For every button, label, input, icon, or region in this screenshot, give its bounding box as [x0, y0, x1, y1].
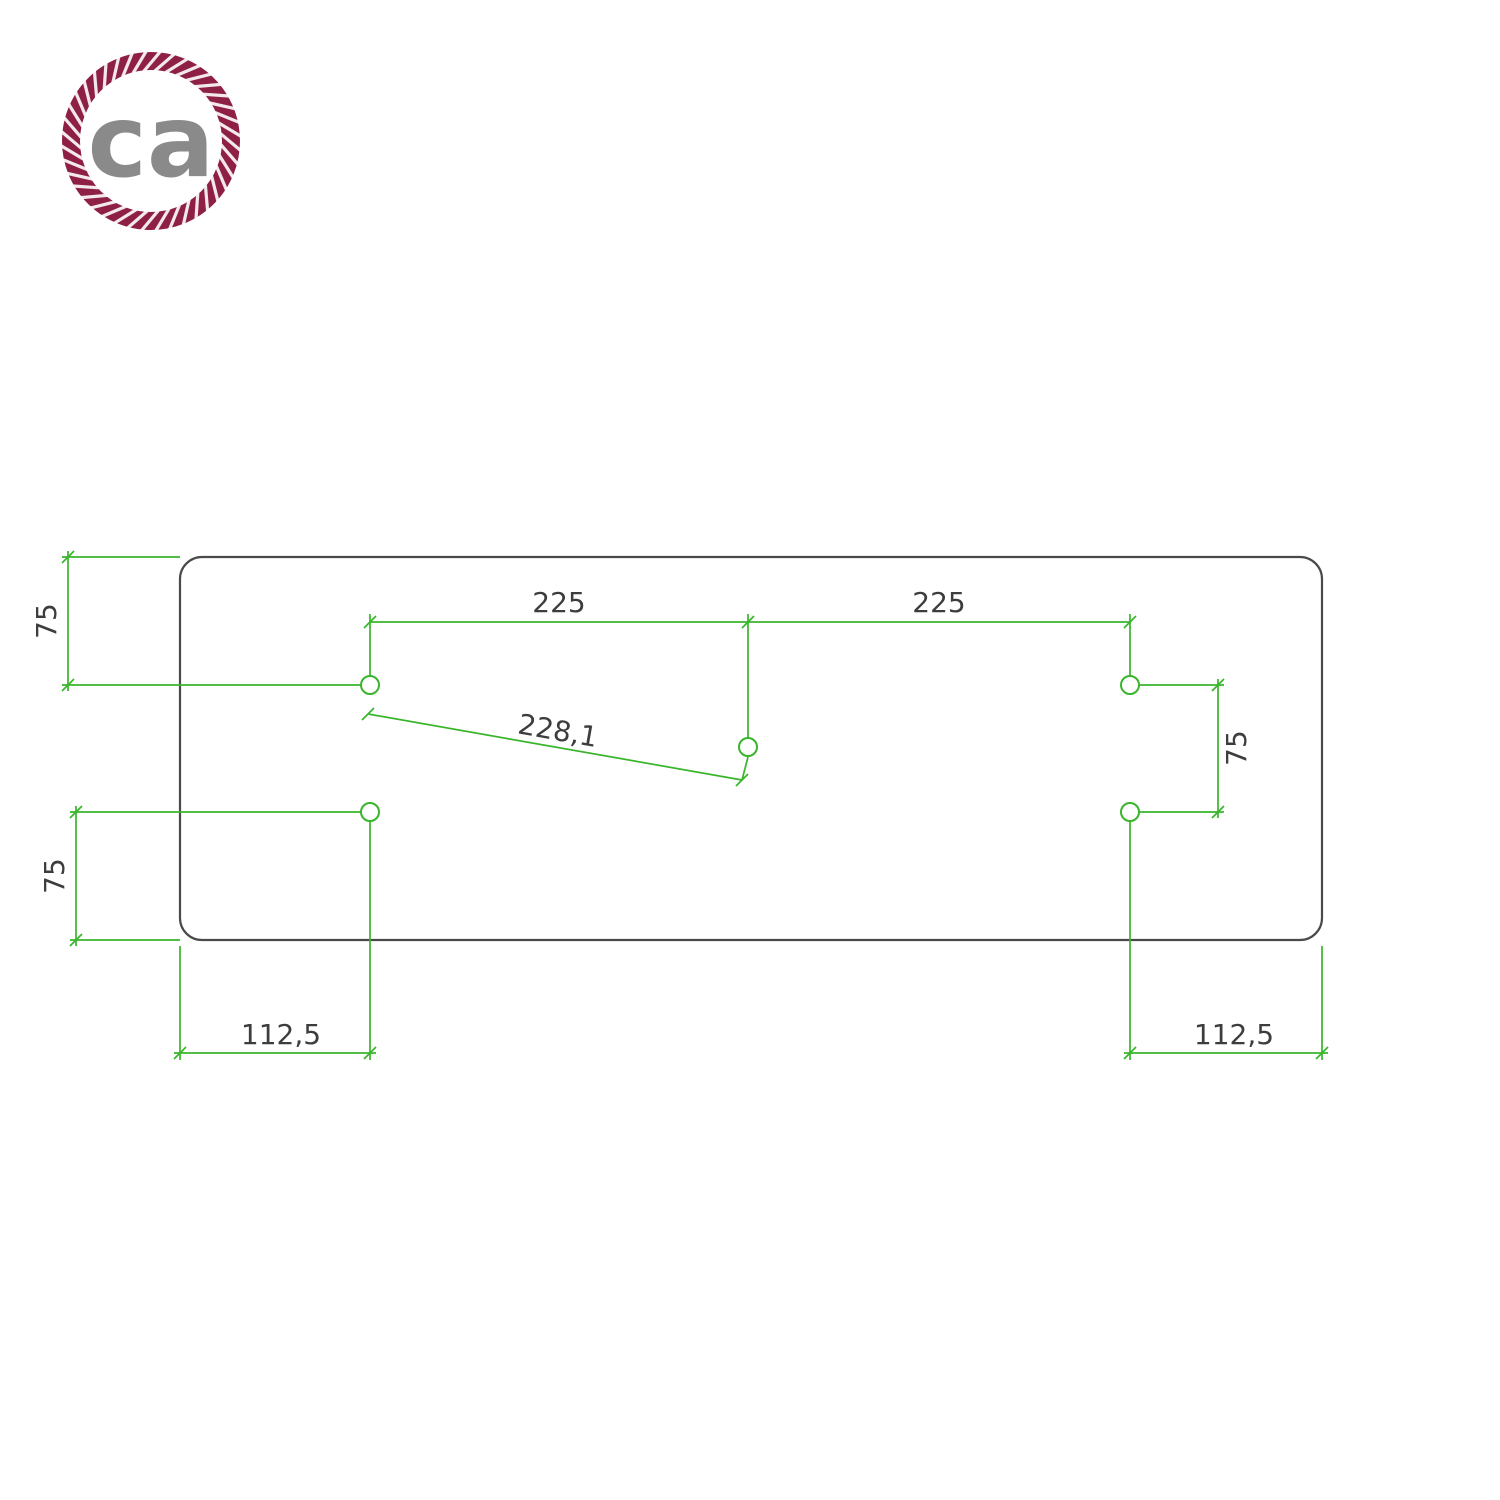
- dimension-diagonal: 228,1: [361, 707, 749, 787]
- rope-twist-pattern: [60, 50, 242, 232]
- dimension-ticks: [1211, 678, 1225, 819]
- dimension-right-height: 75: [1139, 678, 1253, 819]
- brand-logo: ca: [60, 50, 242, 232]
- hole-top-left: [360, 675, 380, 695]
- dimension-left-top-height: 75: [30, 550, 361, 692]
- dimension-top-widths: 225 225: [363, 586, 1137, 739]
- hole-top-right: [1120, 675, 1140, 695]
- hole-bottom-left: [360, 802, 380, 822]
- hole-bottom-right: [1120, 802, 1140, 822]
- hole-center: [738, 737, 758, 757]
- dim-label-left-top-height: 75: [30, 603, 63, 639]
- plate-outline: [178, 555, 1324, 942]
- dim-label-diagonal: 228,1: [516, 708, 601, 754]
- extension-line: [741, 756, 749, 781]
- dimension-bottom-right-offset: 112,5: [1123, 821, 1329, 1060]
- dimension-ticks: [1123, 1046, 1329, 1060]
- dimension-ticks: [69, 805, 83, 947]
- dimension-ticks: [173, 1046, 377, 1060]
- dim-label-right-height: 75: [1220, 730, 1253, 766]
- dimension-ticks: [363, 615, 1137, 629]
- dimension-ticks: [361, 707, 749, 787]
- dim-label-bottom-right-offset: 112,5: [1194, 1018, 1274, 1051]
- dim-label-bottom-left-offset: 112,5: [241, 1018, 321, 1051]
- dim-label-top-left-width: 225: [532, 586, 585, 619]
- dimension-line: [367, 713, 743, 781]
- logo-text: ca: [88, 83, 215, 200]
- dimension-ticks: [61, 550, 75, 692]
- dimension-left-bottom-height: 75: [38, 805, 361, 947]
- dim-label-top-right-width: 225: [912, 586, 965, 619]
- dim-label-left-bottom-height: 75: [38, 858, 71, 894]
- dimension-bottom-left-offset: 112,5: [173, 821, 377, 1060]
